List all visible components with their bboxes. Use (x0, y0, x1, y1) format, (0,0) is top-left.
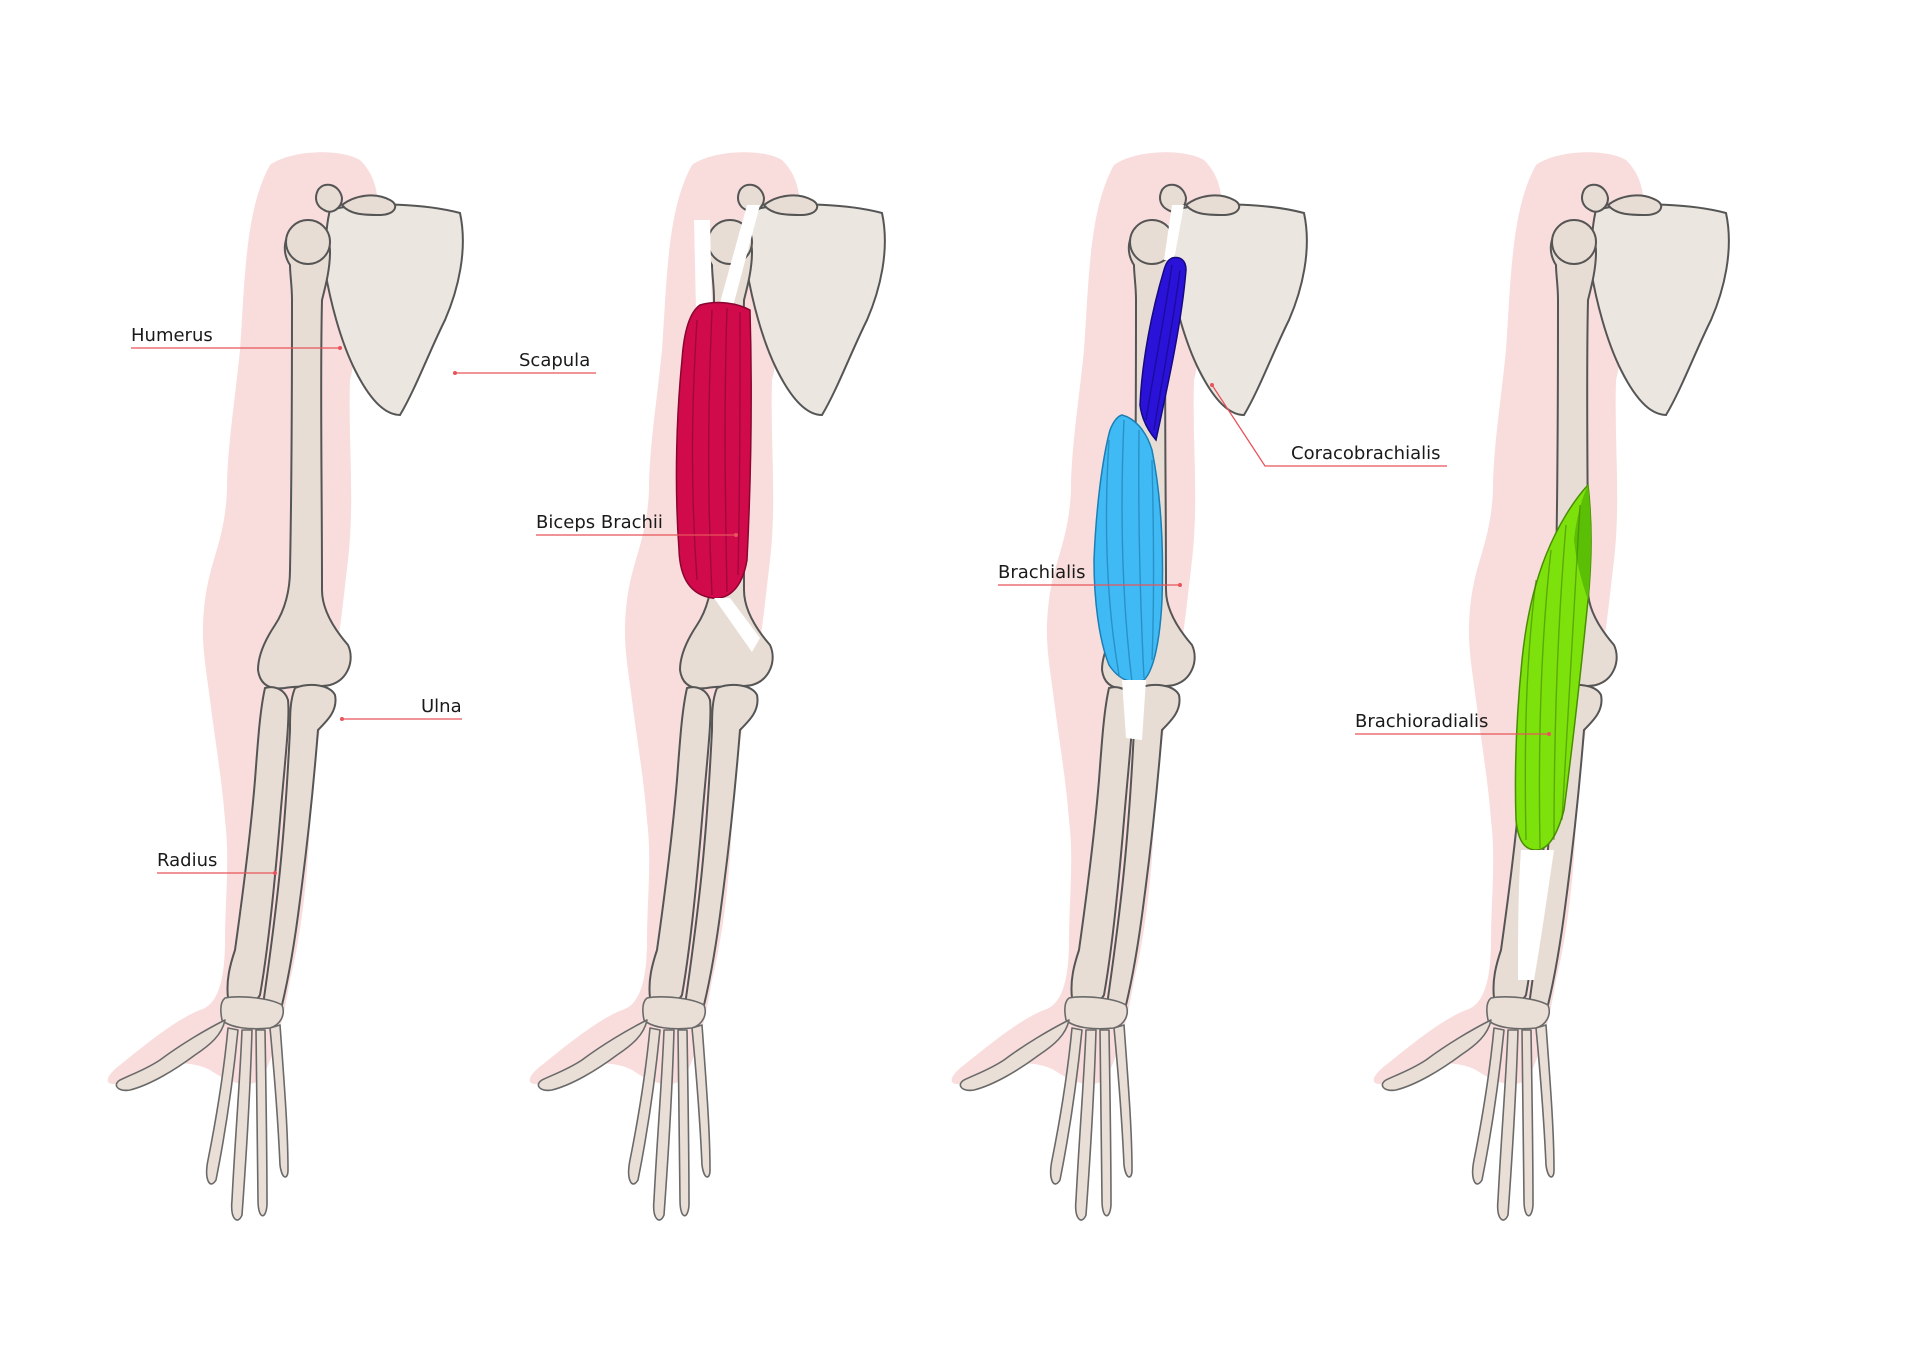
panel-brachioradialis (1372, 151, 1730, 1222)
label-humerus: Humerus (131, 325, 213, 346)
label-coracobrachialis: Coracobrachialis (1291, 443, 1441, 464)
label-brachialis-group: Brachialis (998, 562, 1182, 587)
panel-brachialis (950, 151, 1308, 1222)
label-ulna-group: Ulna (340, 696, 462, 721)
brachioradialis-muscle (1514, 483, 1592, 851)
label-radius: Radius (157, 850, 217, 871)
label-scapula-group: Scapula (453, 350, 596, 375)
label-ulna: Ulna (421, 696, 462, 717)
label-humerus-group: Humerus (131, 325, 342, 350)
label-radius-group: Radius (157, 850, 277, 875)
panel-skeleton (106, 151, 464, 1222)
label-brachioradialis-group: Brachioradialis (1355, 711, 1551, 736)
panel-biceps (528, 151, 886, 1222)
biceps-brachii-muscle (675, 301, 752, 599)
label-brachialis: Brachialis (998, 562, 1086, 583)
label-biceps-brachii: Biceps Brachii (536, 512, 663, 533)
label-scapula: Scapula (519, 350, 590, 371)
label-coracobrachialis-group: Coracobrachialis (1210, 383, 1447, 467)
label-brachioradialis: Brachioradialis (1355, 711, 1488, 732)
label-biceps-group: Biceps Brachii (536, 512, 738, 537)
